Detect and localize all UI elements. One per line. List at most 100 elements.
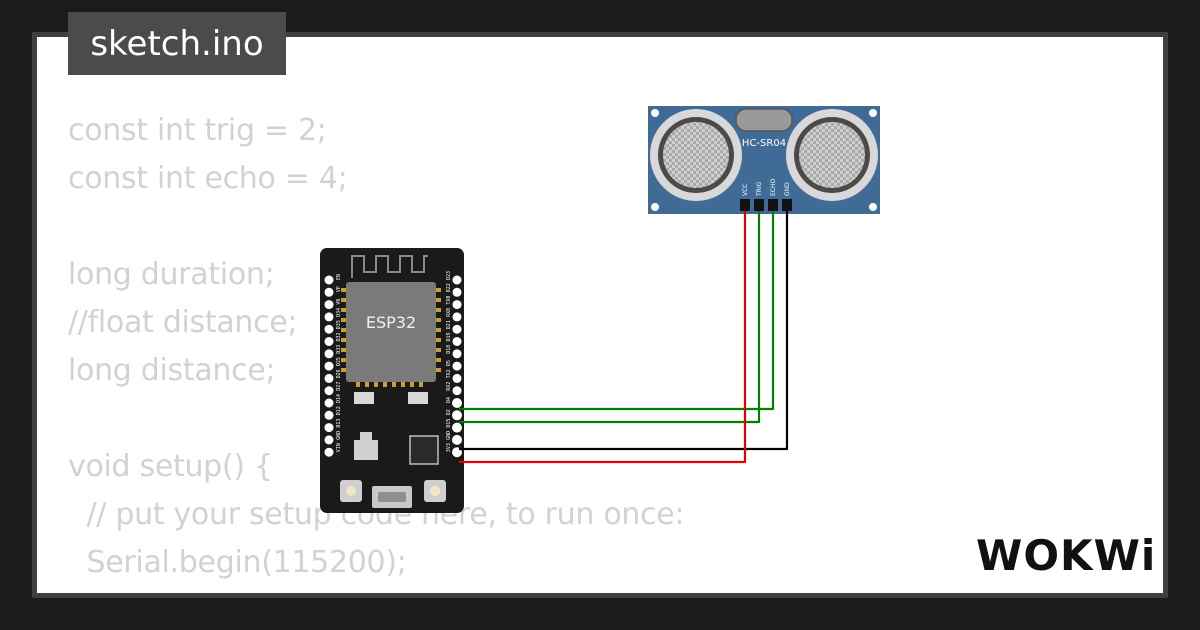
code-line: const int trig = 2; [68, 113, 327, 148]
header-pin[interactable] [452, 324, 462, 334]
pin-label: RX2 [446, 382, 452, 391]
header-pin[interactable] [452, 300, 462, 310]
header-pin[interactable] [452, 312, 462, 322]
header-pin[interactable] [452, 275, 462, 285]
reset-button-cap [430, 486, 440, 496]
pin-label: D27 [336, 382, 342, 391]
module-pad [410, 381, 414, 387]
header-pin[interactable] [324, 324, 334, 334]
header-pin[interactable] [324, 361, 334, 371]
module-pad [401, 381, 405, 387]
module-pad [383, 381, 387, 387]
header-pin[interactable] [452, 373, 462, 383]
header-pin[interactable] [452, 398, 462, 408]
pin-label: D25 [336, 357, 342, 366]
logo-text: WOKWi [976, 531, 1156, 580]
receiver-transducer [786, 109, 878, 201]
header-pin[interactable] [324, 349, 334, 359]
module-pad [356, 381, 360, 387]
header-pin[interactable] [324, 447, 334, 457]
header-pin[interactable] [452, 410, 462, 421]
voltage-regulator [354, 440, 378, 460]
pin-label: D21 [446, 320, 452, 329]
module-pad [435, 348, 441, 352]
code-line: Serial.begin(115200); [68, 545, 407, 580]
header-pin[interactable] [324, 373, 334, 383]
header-pin[interactable] [452, 337, 462, 346]
pin-label: VN [336, 299, 342, 305]
sensor-pin[interactable] [768, 199, 778, 211]
sensor-name: HC-SR04 [742, 138, 786, 149]
module-pad [435, 288, 441, 292]
pin-label: D33 [336, 345, 342, 354]
regulator-tab [360, 432, 372, 440]
header-pin[interactable] [324, 410, 334, 420]
transmitter-transducer [650, 109, 742, 201]
code-line: void setup() { [68, 449, 273, 484]
pin-label: TX0 [446, 296, 452, 305]
pin-label: GND [446, 431, 452, 440]
header-pin[interactable] [452, 434, 462, 445]
header-pin[interactable] [324, 337, 334, 346]
wire[interactable] [459, 211, 789, 451]
module-pad [341, 318, 347, 322]
smd-part [354, 392, 374, 404]
header-pin[interactable] [452, 361, 462, 371]
module-pad [341, 288, 347, 292]
header-pin[interactable] [324, 300, 334, 310]
header-pin[interactable] [452, 349, 462, 359]
pin-label: D12 [336, 406, 342, 415]
wire[interactable] [459, 211, 761, 424]
sensor-pin-label: GND [784, 182, 791, 196]
pin-label: D22 [446, 283, 452, 292]
pin-label: GND [336, 431, 342, 440]
board-name: ESP32 [366, 313, 416, 332]
file-tab[interactable]: sketch.ino [68, 12, 286, 75]
pin-label: EN [336, 274, 342, 280]
mount-hole [651, 109, 659, 117]
file-tab-label: sketch.ino [90, 23, 264, 64]
header-pin[interactable] [324, 287, 334, 297]
sensor-pin[interactable] [740, 199, 750, 211]
pin-label: D18 [446, 345, 452, 354]
header-pin[interactable] [324, 386, 334, 396]
module-pad [341, 328, 347, 332]
wire[interactable] [459, 211, 775, 411]
header-pin[interactable] [324, 423, 334, 433]
wire[interactable] [459, 211, 747, 464]
sensor-pin[interactable] [754, 199, 764, 211]
module-pad [435, 318, 441, 322]
pin-label: D15 [446, 419, 452, 428]
header-pin[interactable] [324, 435, 334, 445]
module-pad [435, 328, 441, 332]
sensor-pin[interactable] [782, 199, 792, 211]
pin-label: D23 [446, 271, 452, 280]
chip-pads [341, 288, 441, 387]
pin-label: D14 [336, 394, 342, 403]
header-pin[interactable] [452, 287, 462, 297]
module-pad [341, 358, 347, 362]
header-pin[interactable] [452, 422, 462, 433]
header-pin[interactable] [452, 386, 462, 396]
header-pin[interactable] [324, 275, 334, 285]
code-line: const int echo = 4; [68, 161, 348, 196]
esp32-board[interactable]: ESP32 ENVPVND34D35D32D33D25D26D27D14D12D… [320, 248, 464, 513]
pin-label: VIN [336, 443, 342, 452]
code-line: //float distance; [68, 305, 298, 340]
module-pad [341, 368, 347, 372]
smd-part [408, 392, 428, 404]
usb-port-opening [378, 492, 406, 502]
pin-label: D2 [446, 409, 452, 415]
antenna-trace [351, 255, 428, 278]
module-pad [435, 368, 441, 372]
header-pin[interactable] [324, 312, 334, 322]
module-pad [374, 381, 378, 387]
mount-hole [869, 203, 877, 211]
pin-label: D19 [446, 332, 452, 341]
pin-label: RX0 [446, 308, 452, 317]
header-pin[interactable] [324, 398, 334, 408]
module-pad [365, 381, 369, 387]
